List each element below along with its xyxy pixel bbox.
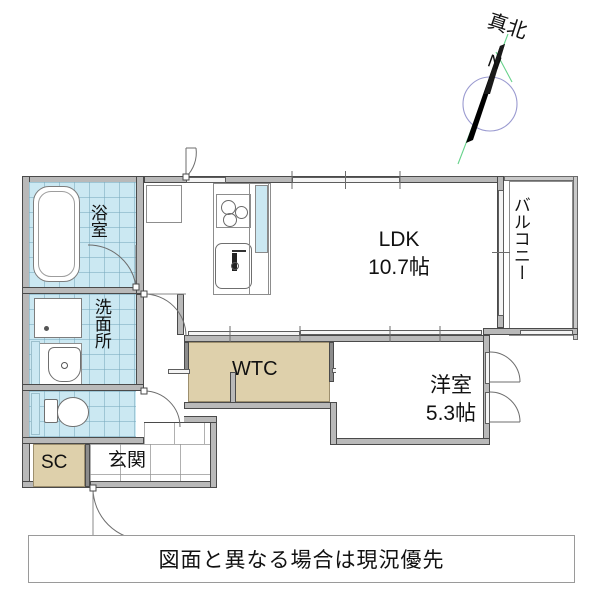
bedroom-size: 5.3帖	[425, 402, 477, 426]
toilet-tank	[44, 399, 58, 423]
kitchen-partition	[249, 183, 271, 295]
exterior-wall-entrance-right	[210, 422, 217, 488]
room-label-bedroom: 洋室 5.3帖	[396, 374, 506, 426]
bedroom-name: 洋室	[430, 374, 472, 397]
stove-3-burner	[216, 194, 251, 228]
room-label-sc: SC	[41, 452, 68, 473]
compass-rose: 真北 N	[440, 4, 600, 169]
exterior-wall-bedroom-bottom	[330, 438, 490, 445]
wtc-right-jamb	[329, 342, 334, 382]
bedroom-window-lower	[485, 392, 490, 424]
room-balcony-floor	[509, 181, 573, 336]
sc-door-jamb	[85, 444, 90, 487]
washbasin-drain	[61, 362, 68, 369]
toilet-bowl	[57, 397, 89, 427]
balcony-outer-wall-right	[573, 176, 578, 340]
kitchen-faucet	[232, 250, 246, 252]
room-label-ldk: LDK 10.7帖	[344, 228, 454, 280]
washroom-wall-strip	[31, 341, 40, 389]
balcony-door-mullion	[492, 252, 510, 253]
partition-hall-left	[144, 294, 151, 422]
entrance-hall-floor	[144, 422, 217, 444]
room-label-entrance: 玄関	[108, 450, 147, 471]
burner-front	[223, 213, 237, 227]
partition-bath-right	[136, 176, 144, 294]
partition-bath-washroom	[22, 287, 144, 294]
partition-corridor-right	[177, 294, 184, 335]
wtc-bottom-wall	[184, 402, 336, 409]
range-hood	[255, 185, 268, 253]
ldk-window-top-mullion	[345, 171, 346, 189]
wtc-door-left	[168, 369, 190, 374]
wtc-top-wall	[184, 335, 484, 342]
refrigerator-space	[146, 185, 182, 223]
ldk-window-top	[292, 177, 400, 183]
toilet-wall-strip	[31, 393, 40, 435]
ldk-partition-sliding	[300, 330, 482, 335]
exterior-wall-entrance-bottom	[90, 481, 217, 488]
disclaimer-text: 図面と異なる場合は現況優先	[158, 549, 445, 572]
balcony-sliding-door	[498, 190, 504, 316]
room-bedroom-floor	[336, 342, 483, 438]
burner-right	[235, 206, 248, 219]
wtc-top-sliding	[188, 331, 300, 336]
room-label-balcony: バルコニー	[510, 196, 530, 281]
bedroom-window-upper	[485, 352, 490, 384]
kitchen-entry-door	[186, 177, 226, 183]
room-wtc-floor	[188, 342, 330, 402]
compass-needle-graphic	[457, 33, 518, 165]
cabinet-knob	[44, 326, 49, 331]
balcony-rail-bottom	[520, 330, 573, 335]
room-label-bath: 浴室	[87, 204, 107, 238]
room-label-wtc: WTC	[232, 358, 278, 380]
partition-washroom-right	[136, 294, 144, 390]
bathtub	[33, 186, 80, 282]
room-sc-floor	[33, 444, 85, 487]
mirror-cabinet	[34, 298, 82, 338]
disclaimer-caption: 図面と異なる場合は現況優先	[28, 535, 575, 583]
room-label-washroom: 洗面所	[91, 298, 111, 349]
partition-bedroom-left	[330, 402, 337, 445]
kitchen-sink-drain	[231, 262, 239, 270]
ldk-name: LDK	[378, 228, 420, 251]
partition-washroom-toilet	[22, 384, 144, 391]
ldk-size: 10.7帖	[368, 256, 430, 280]
partition-toilet-bottom	[22, 437, 144, 444]
room-entrance-floor	[90, 444, 217, 487]
